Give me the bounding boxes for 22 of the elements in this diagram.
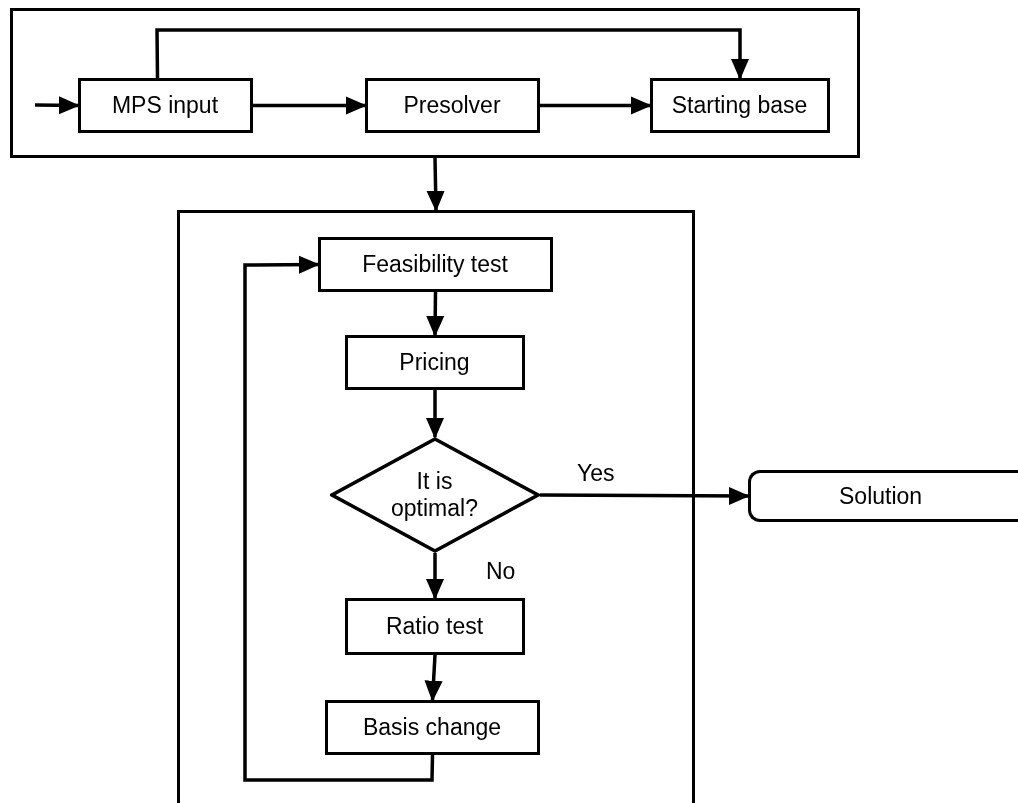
arrow [426, 157, 445, 212]
process-box: Presolver [364, 77, 540, 133]
arrow [425, 553, 445, 600]
process-box: Ratio test [344, 597, 525, 655]
arrow [540, 96, 652, 115]
arrow [424, 654, 443, 702]
arrow [155, 28, 750, 80]
arrow [35, 96, 80, 115]
arrow [425, 390, 445, 439]
process-box: Pricing [344, 334, 525, 390]
process-box: Starting base [649, 77, 830, 133]
process-box: Basis change [324, 699, 540, 755]
process-box: Feasibility test [317, 236, 553, 292]
process-box: MPS input [77, 77, 253, 133]
group-box [177, 210, 695, 803]
terminal-box: Solution [748, 470, 1018, 522]
decision-diamond: It is optimal? [329, 436, 540, 553]
arrow [243, 255, 435, 782]
group-box [10, 8, 860, 158]
arrow [540, 486, 750, 505]
arrow [253, 96, 367, 115]
arrow [426, 292, 445, 337]
